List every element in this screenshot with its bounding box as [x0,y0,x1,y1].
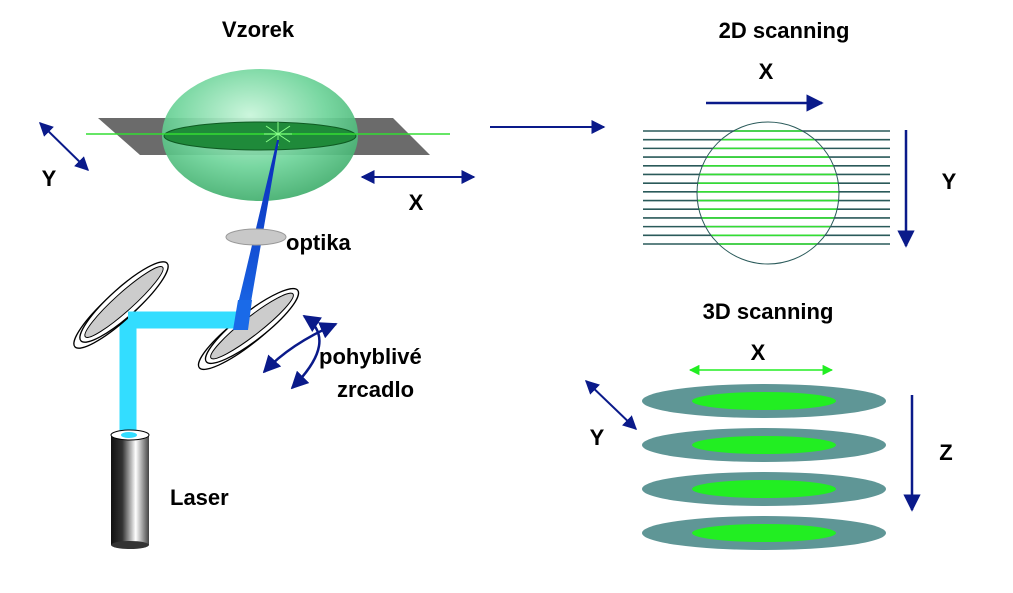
scan2d-y-label: Y [942,169,957,194]
scan2d-lines [643,130,890,245]
scan3d-slice-sample [692,436,836,454]
scan3d-y-arrow [584,380,638,430]
optics-label: optika [286,230,352,255]
scan3d-panel: 3D scanning X Y Z [584,299,953,550]
scan2d-title: 2D scanning [719,18,850,43]
optics-lens [225,228,287,246]
scan3d-slices [642,384,886,550]
mirror-rotation-arrow-1 [290,314,322,390]
mirror-label-line2: zrcadlo [337,377,414,402]
scan3d-z-label: Z [939,440,952,465]
laser-label: Laser [170,485,229,510]
left-y-arrow [38,122,90,171]
focused-beam-base [233,300,252,330]
scan3d-slice-sample [692,392,836,410]
left-y-label: Y [42,166,57,191]
scan2d-x-label: X [759,59,774,84]
sample-sphere-group [86,69,450,201]
scan3d-x-label: X [751,340,766,365]
fixed-mirror [73,261,169,349]
left-x-label: X [409,190,424,215]
laser-source [110,429,150,549]
scan3d-title: 3D scanning [703,299,834,324]
scan2d-sample-outline [696,121,840,265]
scan2d-panel: 2D scanning X Y [643,18,957,265]
scan3d-y-label: Y [590,425,605,450]
mirror-label-line1: pohyblivé [319,344,422,369]
sample-section [163,121,357,151]
mirror-rotation-arrow-2 [262,322,338,374]
scan3d-slice-sample [692,480,836,498]
sample-label: Vzorek [222,17,295,42]
scan3d-slice-sample [692,524,836,542]
